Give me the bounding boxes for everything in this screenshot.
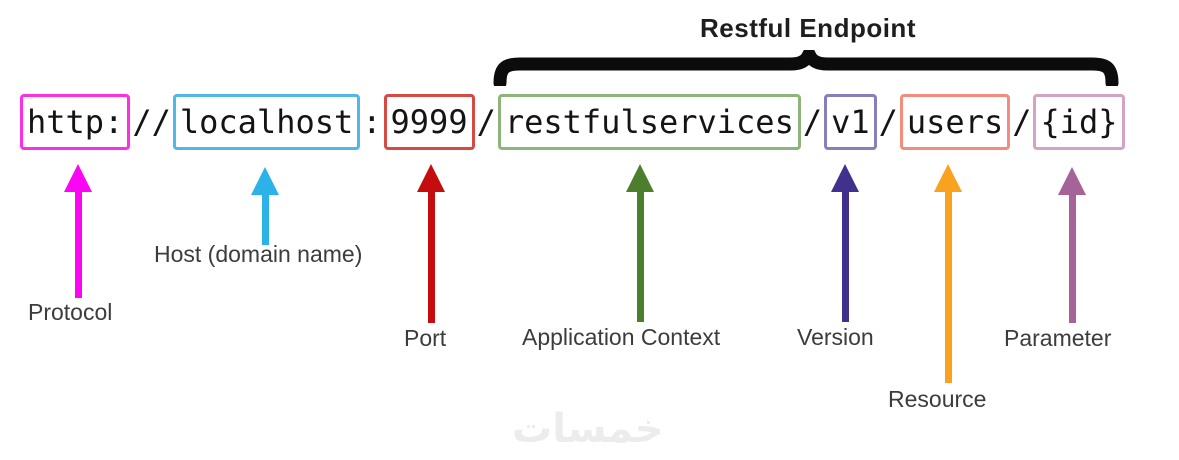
url-separator: / [1012,103,1032,141]
arrow-head [626,164,654,192]
arrow-shaft [427,191,435,323]
arrow-shaft [636,191,644,322]
url-segment-parameter: {id} [1033,94,1125,150]
url-segment-protocol: http: [20,94,131,150]
url-separator: / [802,103,823,141]
watermark-text: خمسات [512,406,664,452]
arrow-head [1058,167,1086,195]
parameter-label: Parameter [1004,325,1112,351]
url-separator: / [476,103,496,141]
port-label: Port [404,325,447,351]
curly-brace-icon [492,47,1120,91]
application-context-label: Application Context [522,324,721,350]
arrow-shaft [74,191,82,298]
arrow-shaft [1068,194,1076,323]
parameter-arrow-up-icon [1057,167,1087,323]
url-separator: / [878,103,898,141]
url-segment-application-context: restfulservices [497,94,801,150]
restful-endpoint-title: Restful Endpoint [700,13,916,43]
url-segment-port: 9999 [383,94,475,150]
version-arrow-up-icon [830,164,860,322]
arrow-head [934,164,962,192]
url-separator: // [132,103,171,141]
arrow-shaft [261,194,269,245]
resource-arrow-up-icon [933,164,963,383]
resource-label: Resource [888,386,987,412]
url-bar: http://localhost:9999/restfulservices/v1… [19,94,1126,150]
arrow-head [251,167,279,195]
arrow-shaft [841,191,849,322]
arrow-head [417,164,445,192]
url-segment-version: v1 [824,94,877,150]
protocol-arrow-up-icon [63,164,93,298]
port-arrow-up-icon [416,164,446,323]
url-segment-resource: users [899,94,1011,150]
url-separator: : [362,103,382,141]
url-segment-host: localhost [172,94,361,150]
host-label: Host (domain name) [154,241,363,267]
version-label: Version [797,324,874,350]
arrow-head [831,164,859,192]
application-context-arrow-up-icon [625,164,655,322]
arrow-shaft [944,191,952,383]
host-arrow-up-icon [250,167,280,245]
protocol-label: Protocol [28,299,113,325]
arrow-head [64,164,92,192]
